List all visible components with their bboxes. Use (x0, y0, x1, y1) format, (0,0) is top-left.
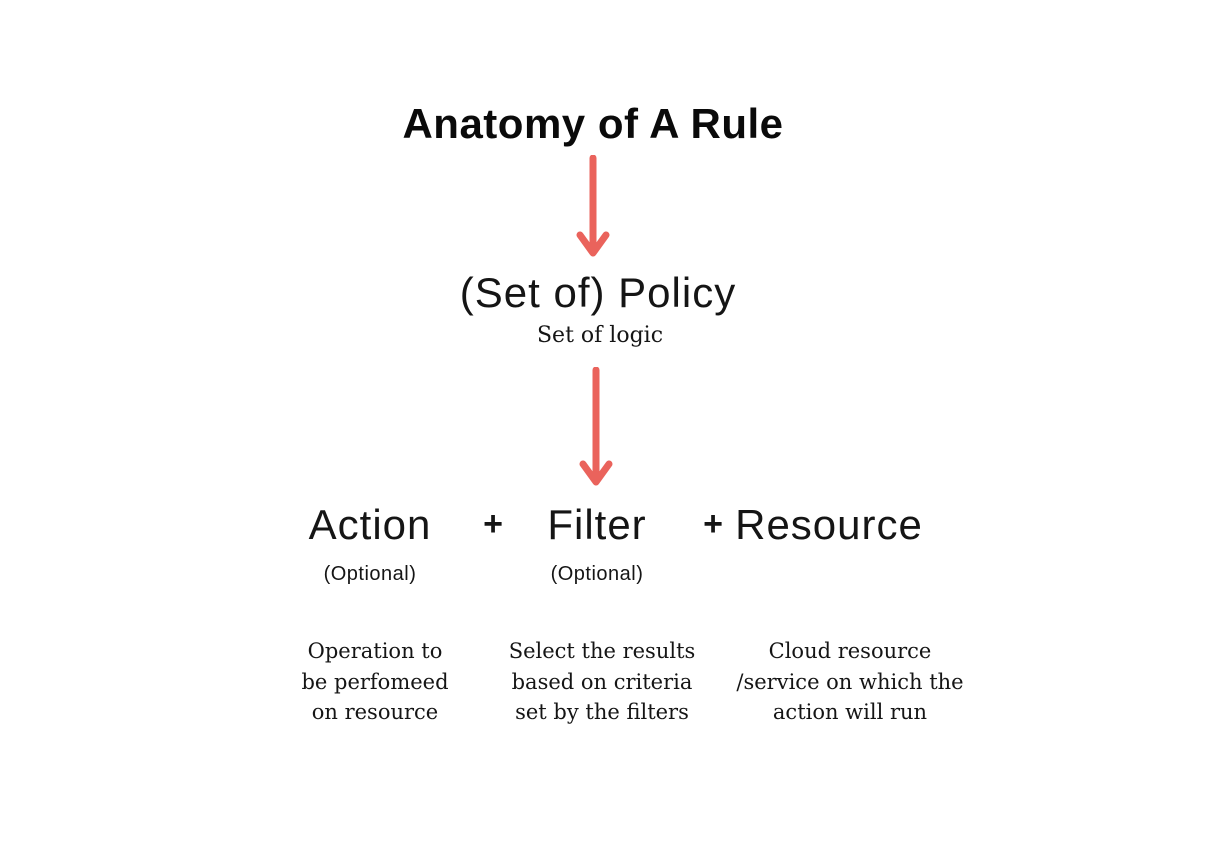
down-arrow-head (579, 460, 613, 486)
diagram-title: Anatomy of A Rule (402, 100, 784, 147)
down-arrow-icon (579, 367, 613, 486)
policy-sublabel: Set of logic (536, 323, 664, 348)
plus-sign: + (703, 505, 723, 543)
optional-note-filter: (Optional) (550, 563, 644, 585)
plus-sign: + (483, 505, 503, 543)
down-arrow-head (576, 231, 610, 257)
formula-term-filter: Filter (547, 501, 647, 548)
formula-term-resource: Resource (735, 501, 923, 548)
description-action: Operation to be perfomeed on resource (301, 639, 449, 724)
description-resource: Cloud resource /service on which the act… (736, 639, 964, 724)
formula-term-action: Action (308, 501, 432, 548)
down-arrow-icon (576, 155, 610, 257)
optional-note-action: (Optional) (323, 563, 417, 585)
policy-label: (Set of) Policy (459, 269, 737, 316)
description-filter: Select the results based on criteria set… (508, 639, 696, 724)
